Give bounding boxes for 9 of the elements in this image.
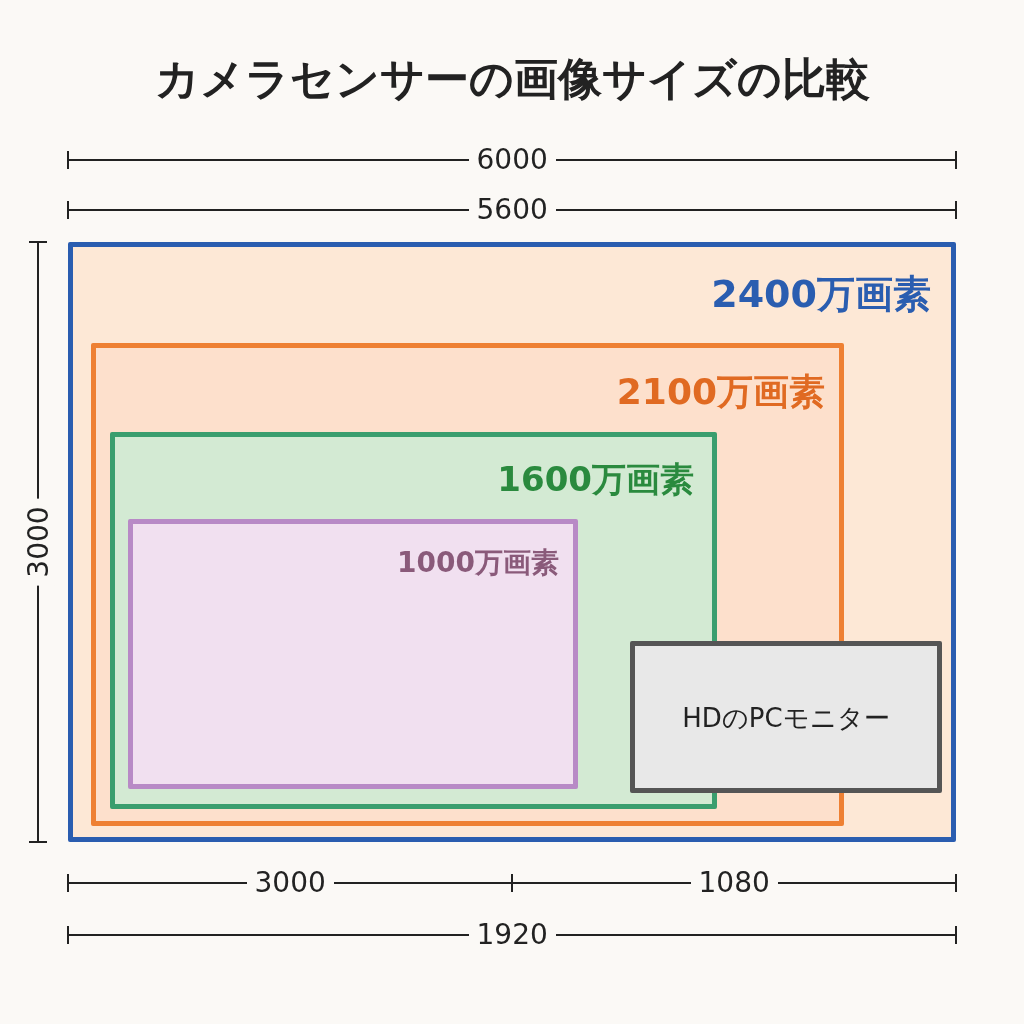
title: カメラセンサーの画像サイズの比較 [153, 52, 871, 106]
region-box [128, 519, 578, 789]
resolution-label: 2100万画素 [616, 370, 825, 414]
monitor-box [630, 641, 942, 793]
resolution-label: 1600万画素 [497, 458, 694, 501]
monitor-label: HDのPCモニター [681, 702, 891, 736]
resolution-label: 1000万画素 [397, 545, 559, 581]
resolution-label: 2400万画素 [711, 271, 931, 318]
region-box [68, 242, 956, 842]
